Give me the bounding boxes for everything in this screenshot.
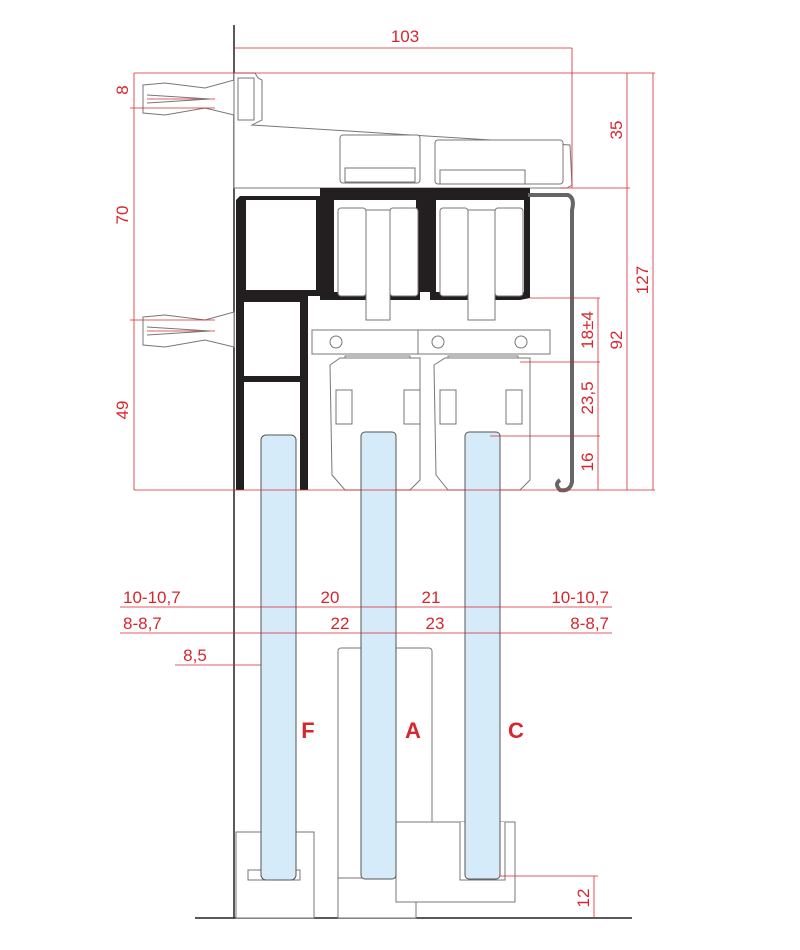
cover-profile — [528, 193, 575, 493]
dimension-lines — [120, 47, 655, 918]
wall-anchor-lower — [142, 311, 235, 348]
header-profile — [233, 72, 573, 189]
dim-glass-left-bottom: 8-8,7 — [123, 614, 162, 633]
glass-panel-f — [260, 434, 297, 881]
dim-wall-offset: 8,5 — [183, 646, 207, 665]
dim-gap-ac-top: 21 — [422, 588, 441, 607]
dim-gap-ac-bottom: 23 — [426, 614, 445, 633]
trolley-c — [417, 207, 551, 491]
dim-glass-left-top: 10-10,7 — [123, 588, 181, 607]
glass-panel-c — [464, 431, 501, 880]
panel-label-f: F — [301, 718, 314, 743]
dim-hanger: 23,5 — [578, 381, 597, 414]
dim-header-height: 35 — [607, 121, 626, 140]
dim-top-anchor: 8 — [113, 85, 132, 94]
dim-floor-clearance: 12 — [574, 889, 593, 908]
dim-gap-fa-top: 20 — [321, 588, 340, 607]
dim-glass-right-top: 10-10,7 — [551, 588, 609, 607]
dim-total-height: 127 — [633, 266, 652, 294]
dim-track-height: 92 — [607, 331, 626, 350]
dim-anchor-spacing: 70 — [113, 206, 132, 225]
wall-anchor-top — [142, 79, 235, 116]
glass-panel-a — [360, 431, 397, 880]
dim-glass-insert: 16 — [578, 453, 597, 472]
dim-glass-right-bottom: 8-8,7 — [570, 614, 609, 633]
dim-gap-fa-bottom: 22 — [331, 614, 350, 633]
dim-width-total: 103 — [391, 27, 419, 46]
trolley-a — [311, 207, 421, 491]
dim-lower-anchor: 49 — [113, 401, 132, 420]
panel-label-a: A — [405, 718, 421, 743]
panel-label-c: C — [508, 718, 524, 743]
dim-carriage-adjust: 18±4 — [578, 311, 597, 349]
